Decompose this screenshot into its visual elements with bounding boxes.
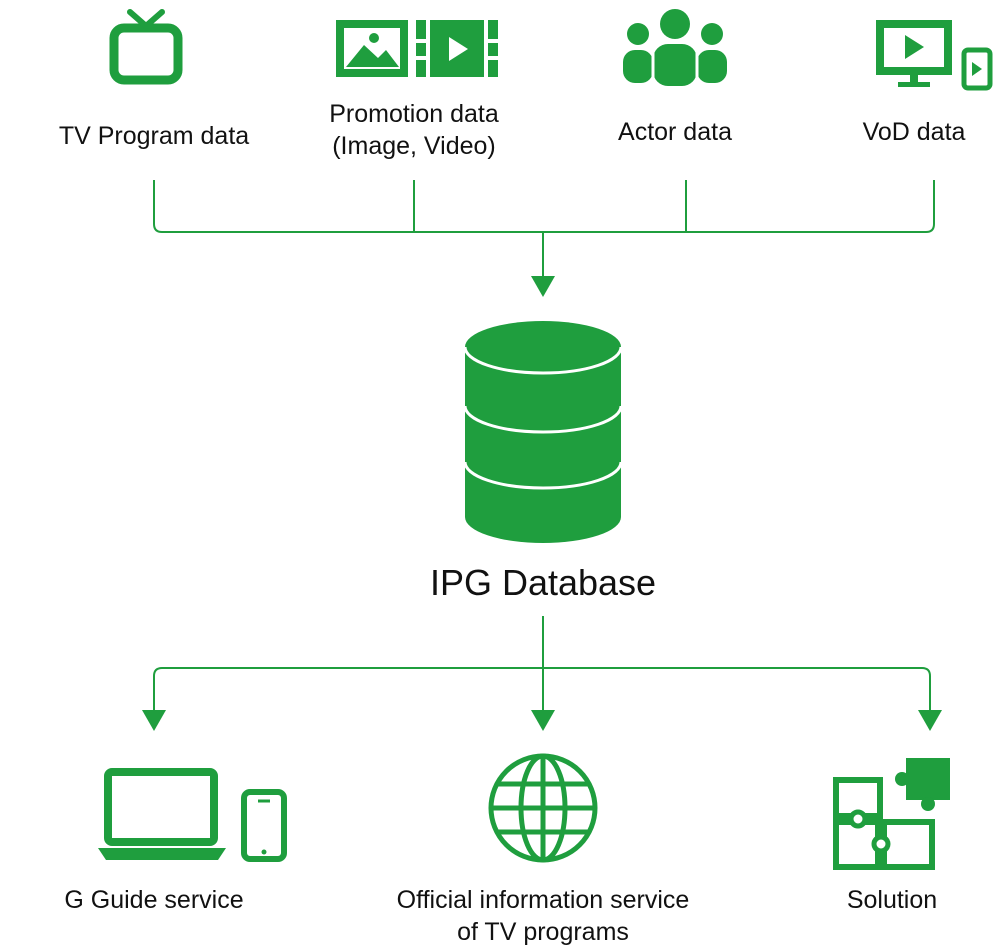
promotion-data-label-line2: (Image, Video) xyxy=(332,132,496,160)
official-info-label-line1: Official information service xyxy=(396,886,690,914)
vod-data-label: VoD data xyxy=(862,118,966,146)
database-icon xyxy=(463,321,623,543)
arrow-to-g-guide xyxy=(142,710,166,731)
arrow-to-solution xyxy=(918,710,942,731)
arrow-to-official-info xyxy=(531,710,555,731)
database-label: IPG Database xyxy=(429,562,657,603)
input-connector xyxy=(153,180,935,278)
image-video-icon xyxy=(336,20,498,77)
tv-program-label: TV Program data xyxy=(58,122,250,150)
globe-icon xyxy=(488,753,598,863)
tv-icon xyxy=(109,9,183,85)
puzzle-icon xyxy=(833,758,950,870)
actor-data-label: Actor data xyxy=(618,118,732,146)
promotion-data-label-line1: Promotion data xyxy=(329,100,499,128)
output-connector xyxy=(153,616,931,712)
people-icon xyxy=(623,9,727,86)
solution-label: Solution xyxy=(846,886,938,914)
g-guide-service-label: G Guide service xyxy=(64,886,244,914)
arrow-to-database xyxy=(531,276,555,297)
official-info-label-line2: of TV programs xyxy=(457,918,629,946)
laptop-phone-icon xyxy=(98,768,287,862)
vod-screen-icon xyxy=(876,20,993,91)
